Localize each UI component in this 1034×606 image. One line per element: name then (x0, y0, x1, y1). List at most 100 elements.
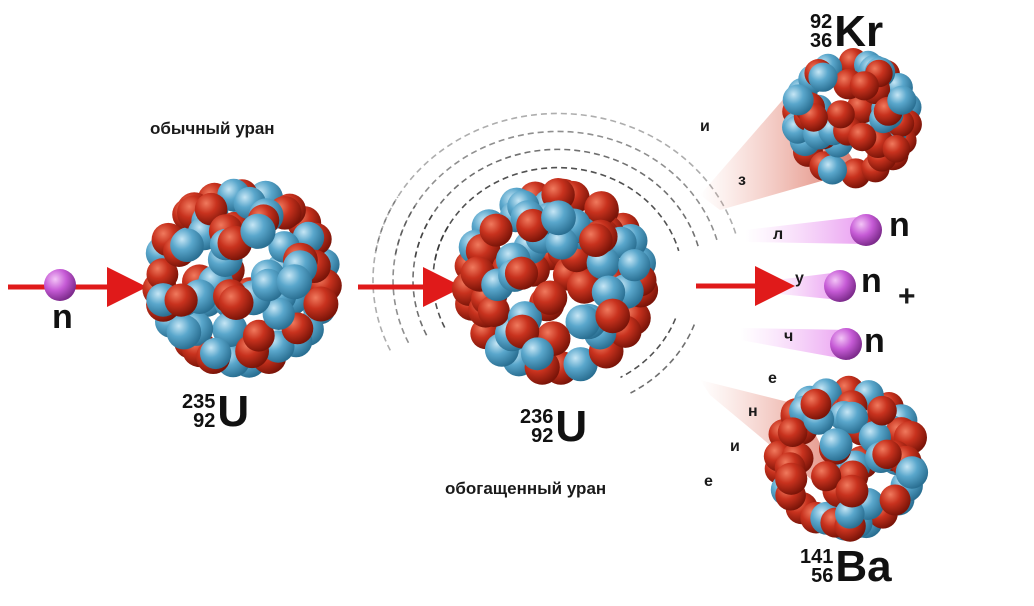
neutron-ball (895, 456, 929, 489)
ba141-mass: 141 (800, 546, 834, 568)
proton-ball (146, 258, 179, 291)
neutron-ball (276, 264, 312, 300)
vibration-arc (434, 166, 680, 261)
word-letter-9: е (704, 473, 713, 490)
word-letter-3: л (773, 226, 784, 243)
proton-ball (811, 461, 842, 492)
kr92-symbol: Kr (834, 7, 884, 56)
kr92-atomic: 36 (810, 30, 833, 52)
neutron-ball (166, 314, 202, 350)
neutron-trail-top (745, 216, 865, 244)
vibration-arc (414, 148, 699, 258)
neutron-ball (262, 297, 295, 330)
word-letter-6: е (768, 370, 777, 387)
nucleus-u236 (451, 178, 659, 385)
released-neutron-1 (850, 214, 882, 246)
neutron-ball (170, 228, 204, 262)
released-neutron-label-2: n (861, 262, 882, 300)
proton-ball (849, 71, 879, 101)
proton-ball (882, 135, 911, 163)
vibration-arc (412, 214, 434, 336)
incoming-neutron-label: n (52, 298, 73, 336)
neutron-ball (251, 268, 285, 302)
vibration-arc (630, 324, 696, 394)
ba141-symbol: Ba (835, 542, 892, 591)
proton-ball (579, 223, 613, 257)
word-letter-1: и (700, 118, 710, 135)
proton-ball (826, 100, 855, 129)
free-neutrons (44, 214, 882, 360)
kr92-mass: 92 (810, 11, 833, 33)
neutron-ball (817, 155, 848, 185)
vibration-arcs (372, 112, 738, 394)
ordinary-uranium-caption: обычный уран (150, 119, 275, 138)
proton-ball (479, 213, 513, 247)
u236-mass: 236 (520, 406, 554, 428)
neutron-ball (200, 337, 232, 370)
u236-atomic: 92 (531, 425, 554, 447)
u236-symbol: U (555, 402, 588, 451)
proton-ball (242, 319, 275, 352)
nucleus-u235 (142, 178, 342, 378)
proton-ball (303, 286, 339, 322)
proton-ball (867, 395, 897, 426)
u235-atomic: 92 (193, 410, 216, 432)
plus-sign: + (898, 280, 916, 313)
proton-ball (595, 298, 630, 334)
word-letter-8: и (730, 438, 740, 455)
nucleus-kr92 (782, 48, 922, 189)
word-letter-4: у (795, 270, 804, 287)
vibration-arc (392, 205, 416, 344)
word-letter-5: ч (784, 328, 794, 345)
proton-ball (516, 208, 550, 243)
proton-ball (835, 474, 869, 508)
vibration-arc (394, 130, 719, 255)
word-letter-7: н (748, 403, 758, 420)
proton-ball (777, 417, 808, 448)
released-neutron-label-3: n (864, 322, 885, 360)
released-neutron-3 (830, 328, 862, 360)
neutron-ball (565, 304, 601, 340)
neutron-ball (545, 227, 578, 260)
neutron-ball (782, 84, 814, 116)
proton-ball (477, 295, 510, 327)
nucleus-ba141 (763, 375, 929, 542)
neutron-trail-bottom (740, 328, 850, 360)
proton-ball (879, 484, 911, 516)
u235-symbol: U (217, 387, 250, 436)
proton-ball (872, 439, 902, 469)
vibration-arc (372, 196, 399, 351)
neutron-ball (541, 200, 576, 236)
proton-ball (218, 285, 254, 320)
neutron-ball (808, 62, 838, 92)
released-neutron-2 (824, 270, 856, 302)
neutron-ball (521, 337, 554, 371)
released-neutron-label-1: n (889, 206, 910, 244)
neutron-ball (887, 85, 917, 115)
proton-ball (848, 122, 877, 152)
incoming-neutron (44, 269, 76, 301)
proton-ball (800, 388, 832, 420)
enriched-uranium-caption: обогащенный уран (445, 479, 607, 498)
u235-mass: 235 (182, 391, 216, 413)
proton-ball (504, 256, 539, 290)
neutron-ball (240, 213, 276, 249)
neutron-ball (563, 347, 598, 382)
vibration-arc (620, 318, 677, 379)
proton-ball (164, 283, 198, 317)
word-letter-2: з (738, 172, 746, 189)
neutron-ball (212, 312, 248, 348)
neutron-ball (618, 249, 651, 282)
neutron-ball (819, 428, 853, 461)
neutron-ball (836, 401, 869, 434)
proton-ball (532, 280, 568, 315)
proton-ball (584, 191, 619, 226)
ba141-atomic: 56 (811, 565, 834, 587)
vibration-arc (432, 223, 451, 328)
